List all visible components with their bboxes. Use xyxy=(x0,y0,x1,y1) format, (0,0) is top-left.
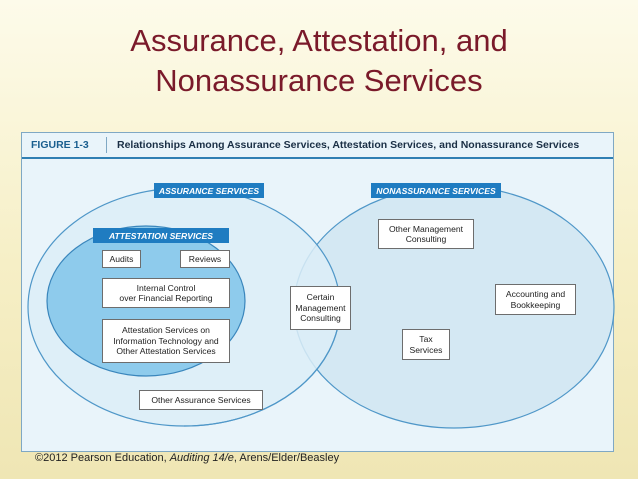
reviews-box: Reviews xyxy=(180,250,230,268)
audits-box: Audits xyxy=(102,250,141,268)
figure-caption: Relationships Among Assurance Services, … xyxy=(117,139,580,151)
attestation-it-box: Attestation Services on Information Tech… xyxy=(102,319,230,363)
internal-control-box: Internal Control over Financial Reportin… xyxy=(102,278,230,308)
figure-header-divider xyxy=(106,137,107,153)
other-management-consulting-box: Other Management Consulting xyxy=(378,219,474,249)
assurance-boundary-overlap xyxy=(183,306,341,427)
certain-management-consulting-box: Certain Management Consulting xyxy=(290,286,351,330)
footer-authors: , Arens/Elder/Beasley xyxy=(233,452,340,464)
figure-number: FIGURE 1-3 xyxy=(31,139,89,151)
figure-header: FIGURE 1-3 Relationships Among Assurance… xyxy=(22,133,613,159)
copyright-footer: ©2012 Pearson Education, Auditing 14/e, … xyxy=(35,452,339,464)
tax-services-box: Tax Services xyxy=(402,329,450,360)
slide-title-line-1: Assurance, Attestation, and xyxy=(130,23,508,58)
footer-book-title: Auditing 14/e xyxy=(169,452,234,464)
accounting-bookkeeping-box: Accounting and Bookkeeping xyxy=(495,284,576,315)
footer-prefix: ©2012 Pearson Education, xyxy=(35,452,170,464)
attestation-services-header: ATTESTATION SERVICES xyxy=(93,228,229,243)
other-assurance-box: Other Assurance Services xyxy=(139,390,263,410)
nonassurance-services-header: NONASSURANCE SERVICES xyxy=(371,183,501,198)
slide-title-line-2: Nonassurance Services xyxy=(155,63,483,98)
assurance-services-header: ASSURANCE SERVICES xyxy=(154,183,264,198)
figure-panel: FIGURE 1-3 Relationships Among Assurance… xyxy=(21,132,615,452)
